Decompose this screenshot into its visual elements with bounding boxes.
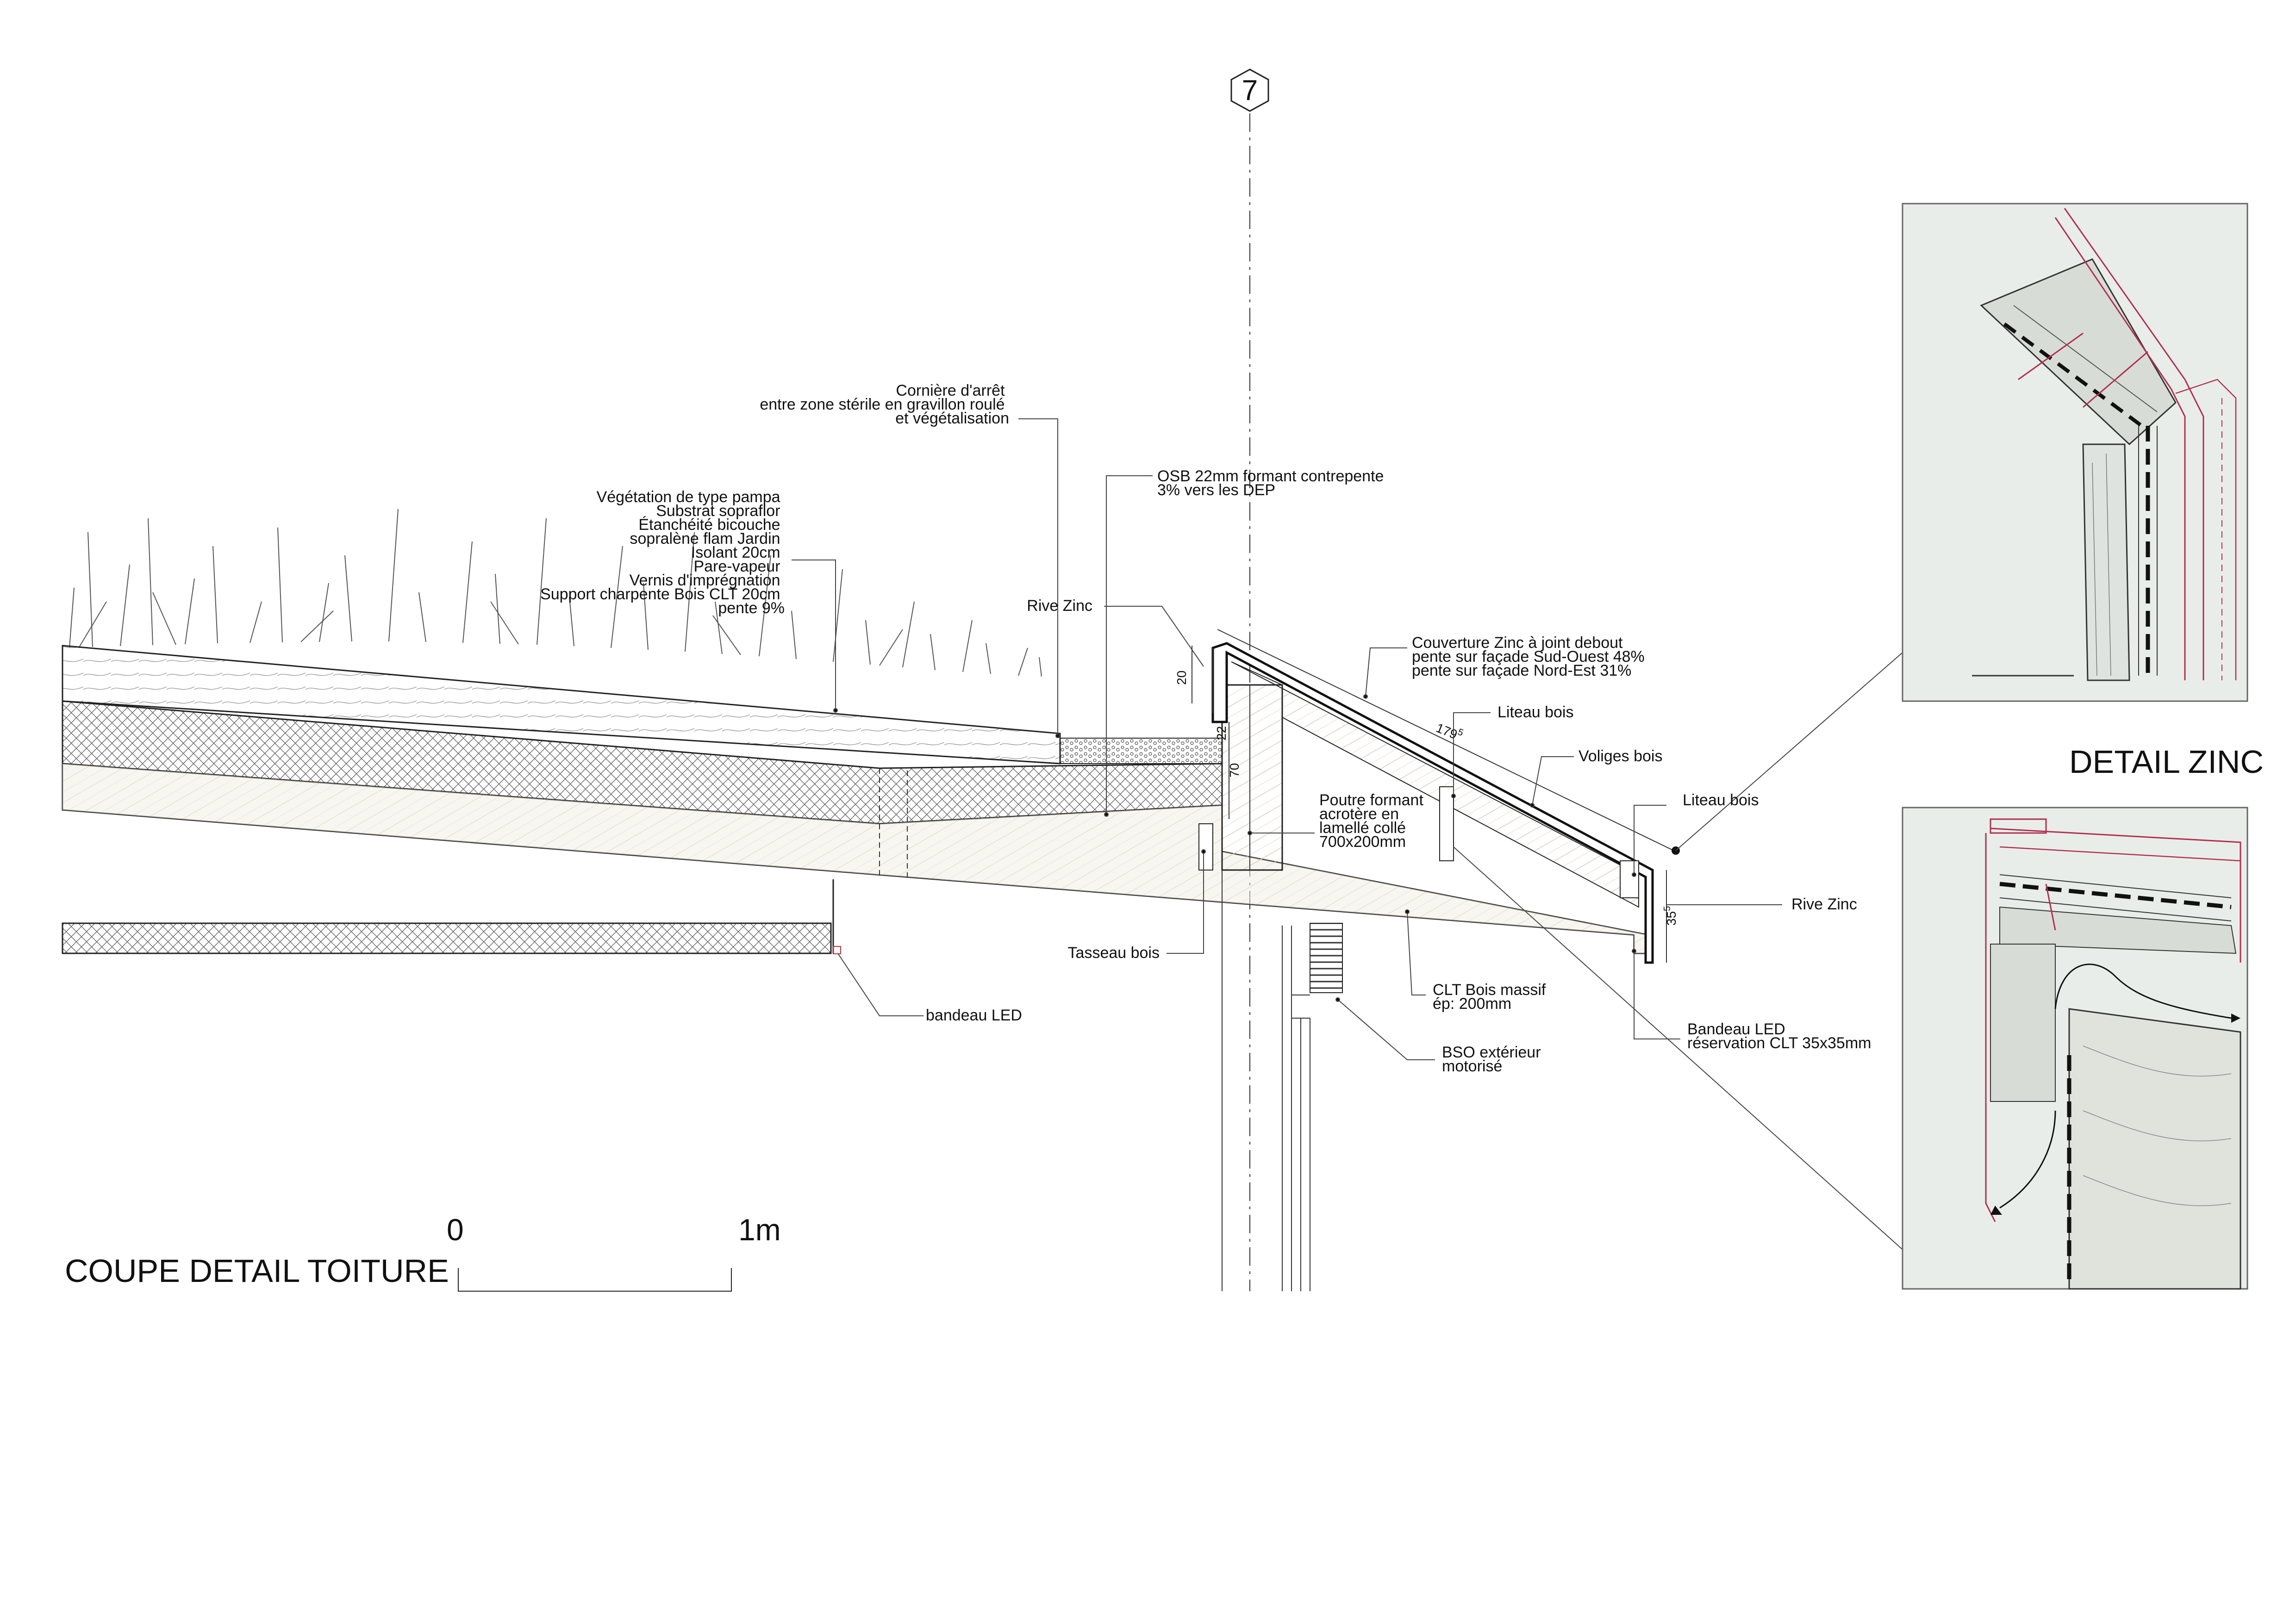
label-clt: CLT Bois massif ép: 200mm [1433, 981, 1550, 1013]
label-bandeau-led: bandeau LED [926, 1007, 1022, 1024]
label-voliges: Voliges bois [1578, 747, 1662, 765]
label-couverture-zinc: Couverture Zinc à joint debout pente sur… [1412, 634, 1649, 679]
scale-end-label: 1m [738, 1213, 781, 1247]
dim-179: 1795 [1434, 719, 1465, 744]
label-poutre: Poutre formant acrotère en lamellé collé… [1319, 791, 1428, 851]
scale-bar: 0 1m [447, 1213, 781, 1292]
gravel-strip [1060, 738, 1223, 764]
detail-photo-eave [1902, 807, 2248, 1290]
parapet-zinc [1192, 629, 1680, 1291]
tasseau-bois [1198, 823, 1213, 871]
ceiling-band [62, 922, 832, 954]
dim-20: 20 [1174, 671, 1189, 685]
label-liteau-2: Liteau bois [1683, 791, 1759, 809]
label-bso: BSO extérieur motorisé [1442, 1044, 1545, 1075]
dim-35: 355 [1662, 906, 1678, 926]
label-liteau-1: Liteau bois [1497, 703, 1573, 721]
glulam-beam [1221, 684, 1283, 871]
label-rive-zinc-top: Rive Zinc [1027, 597, 1092, 615]
green-roof-layers [62, 645, 1649, 954]
volige-under-zinc [1231, 661, 1639, 908]
scale-start-label: 0 [447, 1213, 464, 1247]
grid-axis-7: 7 [1230, 68, 1269, 1291]
label-osb: OSB 22mm formant contrepente 3% vers les… [1157, 467, 1388, 499]
led-strip-symbol [833, 946, 841, 954]
vegetation-grass [69, 509, 1042, 677]
label-rive-zinc-right: Rive Zinc [1791, 895, 1857, 913]
label-corniere: Cornière d'arrêt entre zone stérile en g… [760, 382, 1009, 427]
label-roof-buildup: Végétation de type pampa Substrat sopraf… [540, 488, 785, 617]
label-bandeau-reservation: Bandeau LED réservation CLT 35x35mm [1687, 1020, 1871, 1052]
section-title: COUPE DETAIL TOITURE [65, 1253, 449, 1289]
liteau-bois [1439, 786, 1454, 861]
grid-marker-label: 7 [1242, 75, 1258, 106]
zinc-cover [1211, 642, 1654, 964]
grid-marker-hexagon [1230, 68, 1269, 112]
bso-box [1310, 923, 1343, 993]
liteau-bois-end [1620, 860, 1639, 898]
dim-22: 22 [1214, 726, 1229, 740]
detail-photo-ridge [1902, 203, 2248, 702]
leader-lines [792, 418, 1903, 1250]
detail-title: DETAIL ZINC [2069, 744, 2264, 780]
annotations: Cornière d'arrêt entre zone stérile en g… [540, 382, 1871, 1075]
label-tasseau: Tasseau bois [1068, 944, 1160, 962]
dim-70: 70 [1227, 763, 1242, 777]
